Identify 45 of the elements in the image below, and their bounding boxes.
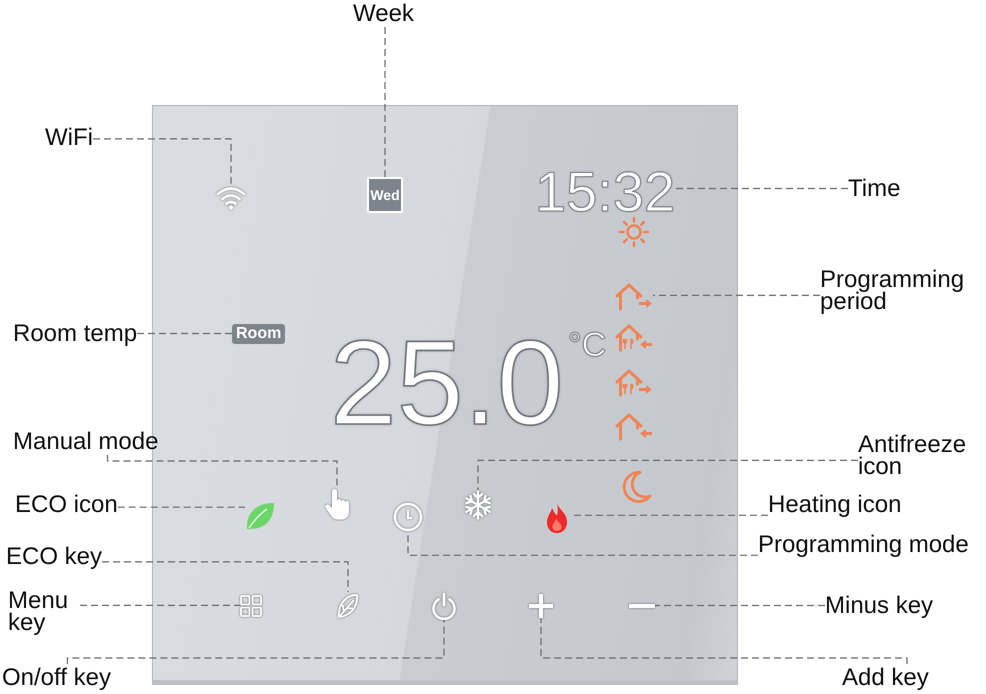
- callout-label: Manual mode: [13, 428, 158, 455]
- unit-label: °C: [568, 328, 606, 362]
- time-readout: 15:32: [535, 170, 676, 214]
- callout-label: ECO key: [6, 543, 102, 570]
- house-icon: [615, 281, 653, 311]
- wifi-icon: [216, 184, 246, 210]
- callout-label: Week: [353, 0, 414, 27]
- leader-line: [137, 332, 232, 334]
- power-icon: [431, 592, 457, 620]
- callout-label: Time: [848, 175, 900, 202]
- leader-line: [653, 294, 820, 296]
- leaf-icon: [336, 592, 360, 620]
- leader-line: [477, 460, 858, 490]
- temperature-readout: 25.0: [330, 335, 564, 431]
- weekday-indicator: Wed: [367, 177, 403, 213]
- leader-line: [102, 561, 349, 592]
- callout-label: Heating icon: [768, 491, 902, 518]
- leader-line: [106, 455, 338, 488]
- hand-icon: [324, 488, 350, 520]
- minus-icon: [629, 603, 655, 609]
- callout-label: Add key: [842, 664, 929, 691]
- clock-icon: [393, 502, 423, 532]
- callout-label: Minus key: [825, 592, 934, 619]
- callout-label: WiFi: [45, 124, 93, 151]
- leader-line: [384, 27, 386, 177]
- callout-label: Programming mode: [758, 531, 969, 558]
- leaf-icon: [245, 501, 275, 531]
- callout-label: Programming period: [820, 269, 978, 313]
- callout-label: Antifreeze icon: [858, 434, 982, 478]
- leader-line: [92, 138, 232, 184]
- grid-icon: [240, 595, 262, 617]
- flame-icon: [544, 502, 570, 534]
- callout-label: Room temp: [13, 320, 138, 347]
- leader-line: [118, 506, 245, 508]
- leader-line: [66, 620, 445, 664]
- callout-label: Menu key: [8, 590, 80, 634]
- leader-line: [80, 604, 240, 606]
- leader-line: [655, 604, 825, 606]
- callout-label: ECO icon: [15, 491, 118, 518]
- callout-label: On/off key: [2, 664, 111, 691]
- plus-icon: [528, 593, 554, 619]
- leader-line: [540, 619, 908, 664]
- display-label: Room: [232, 324, 286, 344]
- leader-line: [675, 188, 848, 190]
- snowflake-icon: [463, 490, 493, 520]
